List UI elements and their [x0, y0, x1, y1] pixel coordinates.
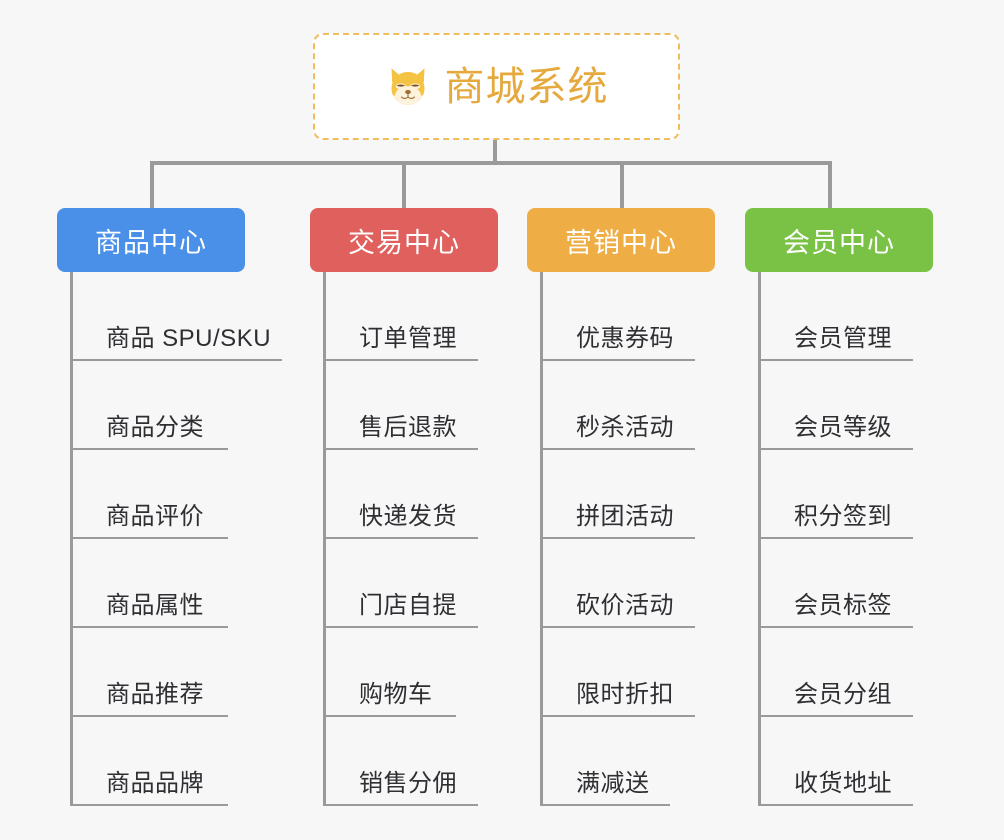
root-node[interactable]: 商城系统 — [313, 33, 680, 140]
category-label: 交易中心 — [348, 227, 460, 258]
leaf-label: 会员标签 — [794, 592, 892, 619]
list-item[interactable]: 售后退款 — [323, 361, 526, 450]
shiba-dog-face-icon — [390, 67, 425, 108]
list-item[interactable]: 会员分组 — [758, 628, 961, 717]
list-item[interactable]: 收货地址 — [758, 717, 961, 806]
list-item[interactable]: 快递发货 — [323, 450, 526, 539]
leaf-underline — [540, 537, 695, 539]
leaf-underline — [70, 359, 282, 361]
leaf-underline — [323, 448, 478, 450]
list-item[interactable]: 商品 SPU/SKU — [70, 272, 307, 361]
leaf-underline — [323, 537, 478, 539]
leaf-underline — [758, 715, 913, 717]
category-header-member-center[interactable]: 会员中心 — [745, 208, 933, 272]
list-item[interactable]: 拼团活动 — [540, 450, 743, 539]
category-header-trade-center[interactable]: 交易中心 — [310, 208, 498, 272]
leaf-label: 商品属性 — [106, 592, 204, 619]
leaf-label: 收货地址 — [794, 770, 892, 797]
list-item[interactable]: 会员等级 — [758, 361, 961, 450]
branch-marketing-center: 营销中心 优惠券码 秒杀活动 拼团活动 砍价活动 限时折扣 — [527, 208, 743, 806]
leaf-underline — [70, 448, 228, 450]
leaf-label: 订单管理 — [359, 325, 457, 352]
leaf-underline — [70, 715, 228, 717]
leaf-label: 门店自提 — [359, 592, 457, 619]
leaf-list-member-center: 会员管理 会员等级 积分签到 会员标签 会员分组 收货地址 — [758, 272, 961, 806]
list-item[interactable]: 商品推荐 — [70, 628, 307, 717]
connector-drop-marketing-center — [620, 161, 624, 208]
leaf-underline — [540, 359, 695, 361]
list-item[interactable]: 优惠券码 — [540, 272, 743, 361]
leaf-list-trade-center: 订单管理 售后退款 快递发货 门店自提 购物车 销售分佣 — [323, 272, 526, 806]
branch-trade-center: 交易中心 订单管理 售后退款 快递发货 门店自提 购物车 — [310, 208, 526, 806]
list-item[interactable]: 会员管理 — [758, 272, 961, 361]
list-item[interactable]: 商品品牌 — [70, 717, 307, 806]
category-header-marketing-center[interactable]: 营销中心 — [527, 208, 715, 272]
leaf-label: 限时折扣 — [576, 681, 674, 708]
list-item[interactable]: 商品分类 — [70, 361, 307, 450]
list-item[interactable]: 商品评价 — [70, 450, 307, 539]
leaf-underline — [323, 804, 478, 806]
connector-root-stub — [493, 140, 497, 165]
list-item[interactable]: 限时折扣 — [540, 628, 743, 717]
leaf-label: 商品分类 — [106, 414, 204, 441]
leaf-label: 商品评价 — [106, 503, 204, 530]
leaf-label: 会员管理 — [794, 325, 892, 352]
leaf-underline — [70, 626, 228, 628]
list-item[interactable]: 订单管理 — [323, 272, 526, 361]
leaf-label: 商品品牌 — [106, 770, 204, 797]
list-item[interactable]: 购物车 — [323, 628, 526, 717]
connector-horizontal-bus — [150, 161, 832, 165]
list-item[interactable]: 门店自提 — [323, 539, 526, 628]
leaf-label: 积分签到 — [794, 503, 892, 530]
category-label: 商品中心 — [95, 227, 207, 258]
leaf-underline — [540, 626, 695, 628]
leaf-underline — [540, 804, 670, 806]
connector-drop-product-center — [150, 161, 154, 208]
list-item[interactable]: 满减送 — [540, 717, 743, 806]
leaf-underline — [758, 359, 913, 361]
leaf-label: 商品 SPU/SKU — [106, 325, 272, 352]
leaf-label: 满减送 — [576, 770, 650, 797]
leaf-underline — [323, 359, 478, 361]
leaf-label: 销售分佣 — [359, 770, 457, 797]
connector-drop-trade-center — [402, 161, 406, 208]
category-label: 会员中心 — [783, 227, 895, 258]
leaf-label: 优惠券码 — [576, 325, 674, 352]
leaf-underline — [323, 715, 456, 717]
leaf-list-product-center: 商品 SPU/SKU 商品分类 商品评价 商品属性 商品推荐 商品品牌 — [70, 272, 307, 806]
root-title: 商城系统 — [444, 64, 609, 109]
leaf-label: 售后退款 — [359, 414, 457, 441]
list-item[interactable]: 商品属性 — [70, 539, 307, 628]
leaf-label: 快递发货 — [359, 503, 457, 530]
category-header-product-center[interactable]: 商品中心 — [57, 208, 245, 272]
leaf-label: 砍价活动 — [576, 592, 674, 619]
list-item[interactable]: 砍价活动 — [540, 539, 743, 628]
leaf-underline — [758, 804, 913, 806]
list-item[interactable]: 会员标签 — [758, 539, 961, 628]
list-item[interactable]: 销售分佣 — [323, 717, 526, 806]
leaf-underline — [70, 537, 228, 539]
leaf-label: 购物车 — [359, 681, 433, 708]
leaf-label: 秒杀活动 — [576, 414, 674, 441]
leaf-underline — [540, 448, 695, 450]
connector-drop-member-center — [828, 161, 832, 208]
leaf-underline — [70, 804, 228, 806]
list-item[interactable]: 积分签到 — [758, 450, 961, 539]
branch-product-center: 商品中心 商品 SPU/SKU 商品分类 商品评价 商品属性 商品推荐 — [57, 208, 307, 806]
leaf-label: 商品推荐 — [106, 681, 204, 708]
list-item[interactable]: 秒杀活动 — [540, 361, 743, 450]
leaf-label: 会员等级 — [794, 414, 892, 441]
leaf-list-marketing-center: 优惠券码 秒杀活动 拼团活动 砍价活动 限时折扣 满减送 — [540, 272, 743, 806]
leaf-label: 会员分组 — [794, 681, 892, 708]
leaf-underline — [758, 626, 913, 628]
leaf-underline — [540, 715, 695, 717]
category-label: 营销中心 — [565, 227, 677, 258]
branch-member-center: 会员中心 会员管理 会员等级 积分签到 会员标签 会员分组 — [745, 208, 961, 806]
leaf-underline — [758, 537, 913, 539]
leaf-label: 拼团活动 — [576, 503, 674, 530]
leaf-underline — [323, 626, 478, 628]
leaf-underline — [758, 448, 913, 450]
